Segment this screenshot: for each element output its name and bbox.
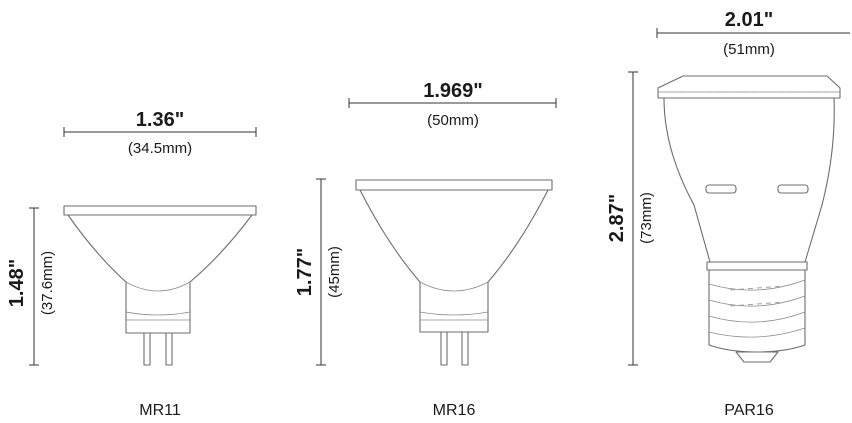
mr11-height-dimension: 1.48" (37.6mm) xyxy=(6,207,56,366)
mr11-group: 1.36" (34.5mm) 1.48" (37.6mm) MR11 xyxy=(6,109,257,419)
par16-label: PAR16 xyxy=(724,402,774,419)
mr16-width-inches: 1.969" xyxy=(423,80,483,102)
mr11-width-inches: 1.36" xyxy=(136,109,184,131)
mr16-height-dimension: 1.77" (45mm) xyxy=(294,178,343,366)
par16-width-inches: 2.01" xyxy=(725,9,773,31)
mr11-height-inches: 1.48" xyxy=(6,259,28,307)
par16-bulb-outline xyxy=(657,75,841,363)
par16-group: 2.01" (51mm) 2.87" (73mm) xyxy=(606,9,850,419)
mr11-bulb-outline xyxy=(63,205,257,366)
mr16-width-dimension: 1.969" (50mm) xyxy=(348,80,557,129)
par16-height-inches: 2.87" xyxy=(606,194,628,242)
par16-width-dimension: 2.01" (51mm) xyxy=(656,9,850,58)
mr11-height-mm: (37.6mm) xyxy=(39,251,56,315)
mr11-width-mm: (34.5mm) xyxy=(128,140,192,157)
mr16-group: 1.969" (50mm) 1.77" (45mm) MR16 xyxy=(294,80,557,419)
mr16-bulb-outline xyxy=(355,179,553,366)
mr11-label: MR11 xyxy=(139,402,181,419)
mr11-width-dimension: 1.36" (34.5mm) xyxy=(63,109,257,157)
par16-height-mm: (73mm) xyxy=(638,192,655,244)
mr16-height-mm: (45mm) xyxy=(326,246,343,298)
mr16-height-inches: 1.77" xyxy=(294,248,316,296)
mr16-width-mm: (50mm) xyxy=(427,112,479,129)
par16-height-dimension: 2.87" (73mm) xyxy=(606,71,655,366)
par16-width-mm: (51mm) xyxy=(723,41,775,58)
mr16-label: MR16 xyxy=(433,402,476,419)
